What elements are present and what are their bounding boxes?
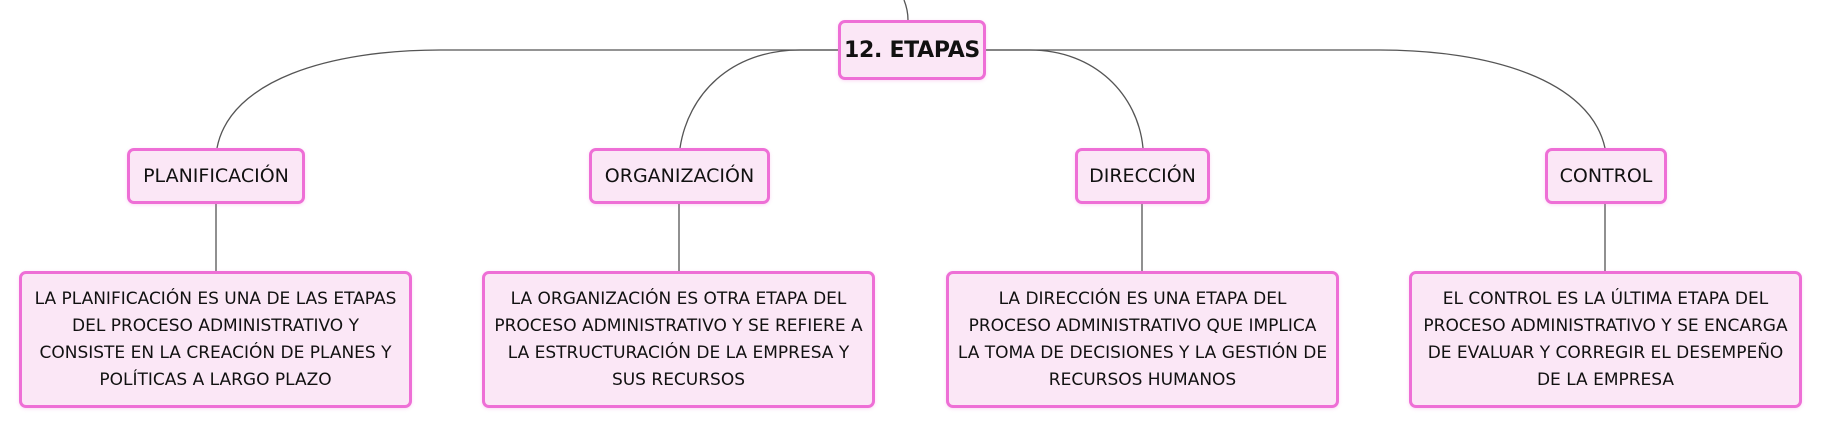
description-text-planificacion: LA PLANIFICACIÓN ES UNA DE LAS ETAPAS DE…: [34, 288, 397, 390]
stage-title-organizacion: ORGANIZACIÓN: [604, 165, 755, 187]
description-node-planificacion[interactable]: LA PLANIFICACIÓN ES UNA DE LAS ETAPAS DE…: [19, 271, 412, 408]
root-node-label: 12. ETAPAS: [844, 37, 980, 63]
root-node-etapas[interactable]: 12. ETAPAS: [838, 20, 986, 80]
stage-node-planificacion[interactable]: PLANIFICACIÓN: [127, 148, 305, 204]
connector-parent-to-root: [903, 0, 909, 21]
description-text-organizacion: LA ORGANIZACIÓN ES OTRA ETAPA DEL PROCES…: [494, 288, 863, 390]
stage-node-organizacion[interactable]: ORGANIZACIÓN: [589, 148, 770, 204]
connector-root-to-planificacion: [216, 49, 838, 149]
stage-title-planificacion: PLANIFICACIÓN: [143, 165, 289, 187]
connector-root-to-direccion: [986, 49, 1144, 149]
connector-root-to-organizacion: [679, 49, 838, 149]
stage-title-control: CONTROL: [1559, 165, 1653, 187]
stage-title-direccion: DIRECCIÓN: [1089, 165, 1196, 187]
description-node-direccion[interactable]: LA DIRECCIÓN ES UNA ETAPA DEL PROCESO AD…: [946, 271, 1339, 408]
stage-node-direccion[interactable]: DIRECCIÓN: [1075, 148, 1210, 204]
description-text-direccion: LA DIRECCIÓN ES UNA ETAPA DEL PROCESO AD…: [957, 288, 1328, 390]
description-node-organizacion[interactable]: LA ORGANIZACIÓN ES OTRA ETAPA DEL PROCES…: [482, 271, 875, 408]
description-node-control[interactable]: EL CONTROL ES LA ÚLTIMA ETAPA DEL PROCES…: [1409, 271, 1802, 408]
description-text-control: EL CONTROL ES LA ÚLTIMA ETAPA DEL PROCES…: [1423, 288, 1788, 390]
connector-root-to-control: [986, 49, 1606, 149]
stage-node-control[interactable]: CONTROL: [1545, 148, 1667, 204]
